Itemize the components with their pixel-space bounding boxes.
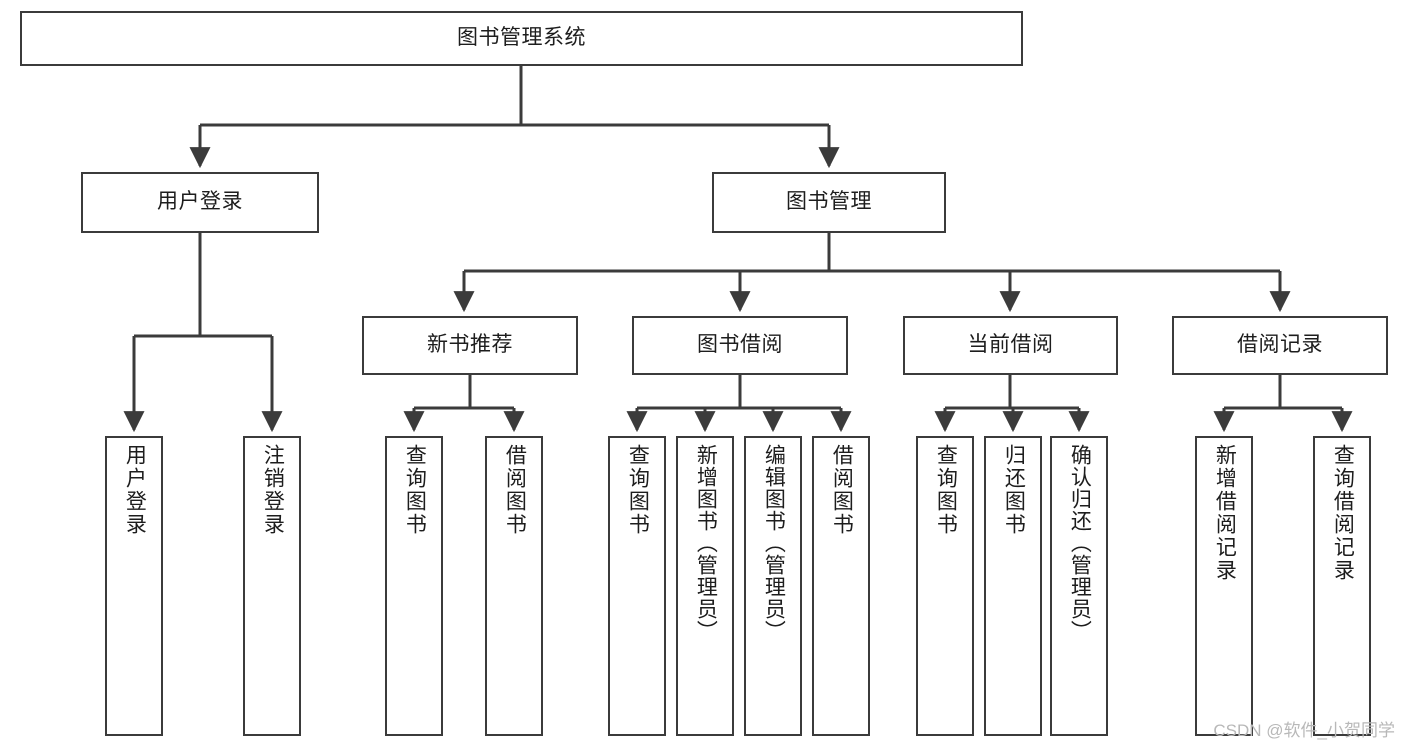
node-leaf-borrow-book-2[interactable]: 借阅图书 bbox=[812, 436, 870, 736]
node-leaf-return-book[interactable]: 归还图书 bbox=[984, 436, 1042, 736]
node-leaf-add-book-label: 新增图书（管理员） bbox=[694, 444, 718, 642]
node-leaf-query-book-1-label: 查询图书 bbox=[403, 444, 427, 536]
node-leaf-borrow-book-2-label: 借阅图书 bbox=[830, 444, 854, 536]
node-book-manage[interactable]: 图书管理 bbox=[712, 172, 946, 233]
node-leaf-add-record-label: 新增借阅记录 bbox=[1213, 444, 1237, 582]
node-root[interactable]: 图书管理系统 bbox=[20, 11, 1023, 66]
node-root-label: 图书管理系统 bbox=[457, 26, 586, 50]
node-leaf-edit-book-label: 编辑图书（管理员） bbox=[762, 444, 786, 642]
node-leaf-user-logout[interactable]: 注销登录 bbox=[243, 436, 301, 736]
watermark-text: CSDN @软件_小贺同学 bbox=[1213, 721, 1395, 740]
node-leaf-query-book-2-label: 查询图书 bbox=[626, 444, 650, 536]
node-leaf-edit-book[interactable]: 编辑图书（管理员） bbox=[744, 436, 802, 736]
node-leaf-query-record-label: 查询借阅记录 bbox=[1331, 444, 1355, 582]
node-leaf-confirm-return-label: 确认归还（管理员） bbox=[1068, 444, 1092, 642]
node-leaf-user-login-label: 用户登录 bbox=[123, 444, 147, 536]
node-borrow-record[interactable]: 借阅记录 bbox=[1172, 316, 1388, 375]
node-leaf-add-record[interactable]: 新增借阅记录 bbox=[1195, 436, 1253, 736]
node-new-book-recommend-label: 新书推荐 bbox=[427, 333, 513, 357]
node-current-borrow[interactable]: 当前借阅 bbox=[903, 316, 1118, 375]
node-leaf-query-book-3-label: 查询图书 bbox=[934, 444, 958, 536]
node-leaf-add-book[interactable]: 新增图书（管理员） bbox=[676, 436, 734, 736]
node-borrow-record-label: 借阅记录 bbox=[1237, 333, 1323, 357]
node-leaf-borrow-book-1[interactable]: 借阅图书 bbox=[485, 436, 543, 736]
node-user-login-label: 用户登录 bbox=[157, 190, 243, 214]
node-leaf-user-login[interactable]: 用户登录 bbox=[105, 436, 163, 736]
node-user-login[interactable]: 用户登录 bbox=[81, 172, 319, 233]
node-current-borrow-label: 当前借阅 bbox=[967, 333, 1054, 357]
node-new-book-recommend[interactable]: 新书推荐 bbox=[362, 316, 578, 375]
node-leaf-query-book-1[interactable]: 查询图书 bbox=[385, 436, 443, 736]
node-leaf-query-book-2[interactable]: 查询图书 bbox=[608, 436, 666, 736]
node-book-borrow[interactable]: 图书借阅 bbox=[632, 316, 848, 375]
node-leaf-query-book-3[interactable]: 查询图书 bbox=[916, 436, 974, 736]
node-book-manage-label: 图书管理 bbox=[786, 190, 872, 214]
node-leaf-borrow-book-1-label: 借阅图书 bbox=[503, 444, 527, 536]
node-leaf-confirm-return[interactable]: 确认归还（管理员） bbox=[1050, 436, 1108, 736]
node-leaf-user-logout-label: 注销登录 bbox=[261, 444, 285, 536]
node-leaf-query-record[interactable]: 查询借阅记录 bbox=[1313, 436, 1371, 736]
node-leaf-return-book-label: 归还图书 bbox=[1002, 444, 1026, 536]
node-book-borrow-label: 图书借阅 bbox=[697, 333, 783, 357]
